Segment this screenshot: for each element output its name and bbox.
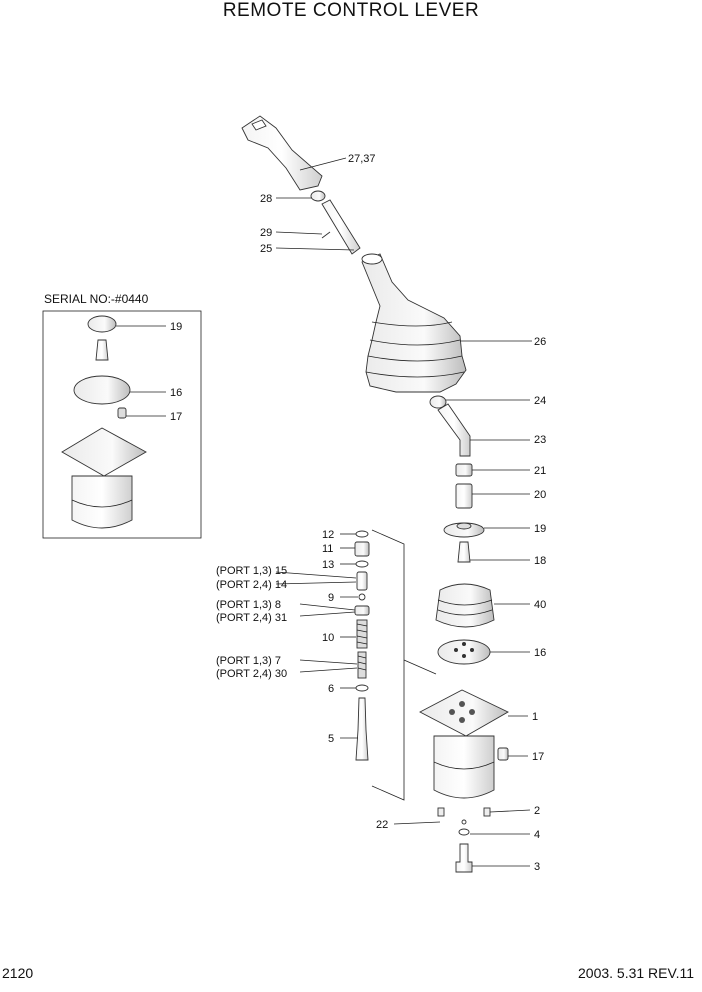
callout-5: 5	[328, 733, 334, 745]
pusher-column	[354, 529, 437, 801]
callout-24: 24	[534, 395, 546, 407]
callout-27-37: 27,37	[348, 153, 376, 165]
callout-port-14: (PORT 2,4) 14	[216, 579, 287, 591]
callout-22: 22	[376, 819, 388, 831]
callout-1: 1	[532, 711, 538, 723]
callout-11: 11	[322, 543, 333, 555]
callout-20: 20	[534, 489, 546, 501]
callout-port-7: (PORT 1,3) 7	[216, 655, 281, 667]
callout-29: 29	[260, 227, 272, 239]
part-16-cam-plate	[437, 639, 491, 665]
part-23-lever-rod	[437, 403, 471, 457]
leader-lines	[116, 157, 532, 867]
callout-19: 19	[534, 523, 546, 535]
callout-21: 21	[534, 465, 546, 477]
part-1-valve-body	[419, 689, 509, 799]
callout-4: 4	[534, 829, 540, 841]
callout-9: 9	[328, 592, 334, 604]
part-18-universal-joint	[457, 541, 471, 563]
part-25-lever-shaft	[321, 199, 361, 255]
callout-port-15: (PORT 1,3) 15	[216, 565, 287, 577]
inset-assembly	[61, 315, 147, 529]
inset-callout-19: 19	[170, 321, 182, 333]
page-number: 2120	[2, 965, 34, 981]
callout-port-30: (PORT 2,4) 30	[216, 668, 287, 680]
callout-port-8: (PORT 1,3) 8	[216, 599, 281, 611]
callout-port-31: (PORT 2,4) 31	[216, 612, 287, 624]
inset-callout-16: 16	[170, 387, 182, 399]
inset-callout-17: 17	[170, 411, 182, 423]
callout-40: 40	[534, 599, 546, 611]
part-3-bolt	[455, 843, 473, 873]
part-24-ball-joint	[429, 395, 447, 409]
callout-6: 6	[328, 683, 334, 695]
callout-2: 2	[534, 805, 540, 817]
diagram-title: REMOTE CONTROL LEVER	[222, 0, 480, 21]
part-29-pin	[321, 231, 331, 239]
serial-inset-frame	[42, 310, 202, 539]
callout-3: 3	[534, 861, 540, 873]
callout-13: 13	[322, 559, 334, 571]
revision-date: 2003. 5.31 REV.11	[578, 965, 694, 981]
callout-16: 16	[534, 647, 546, 659]
part-20-sleeve	[455, 483, 473, 509]
callout-18: 18	[534, 555, 546, 567]
callout-28: 28	[260, 193, 272, 205]
callout-12: 12	[322, 529, 334, 541]
part-2-screw	[437, 807, 445, 817]
part-17-plug	[497, 747, 509, 761]
part-40-bellows	[435, 583, 495, 628]
part-26-rubber-boot	[361, 253, 467, 393]
callout-23: 23	[534, 434, 546, 446]
callout-17: 17	[532, 751, 544, 763]
callout-26: 26	[534, 336, 546, 348]
part-21-nut	[455, 463, 473, 477]
grip-handle	[241, 115, 323, 191]
serial-number-label: SERIAL NO:-#0440	[44, 292, 149, 306]
callout-10: 10	[322, 632, 334, 644]
part-28-nut	[310, 190, 326, 202]
callout-25: 25	[260, 243, 272, 255]
part-4-o-ring	[458, 828, 470, 836]
